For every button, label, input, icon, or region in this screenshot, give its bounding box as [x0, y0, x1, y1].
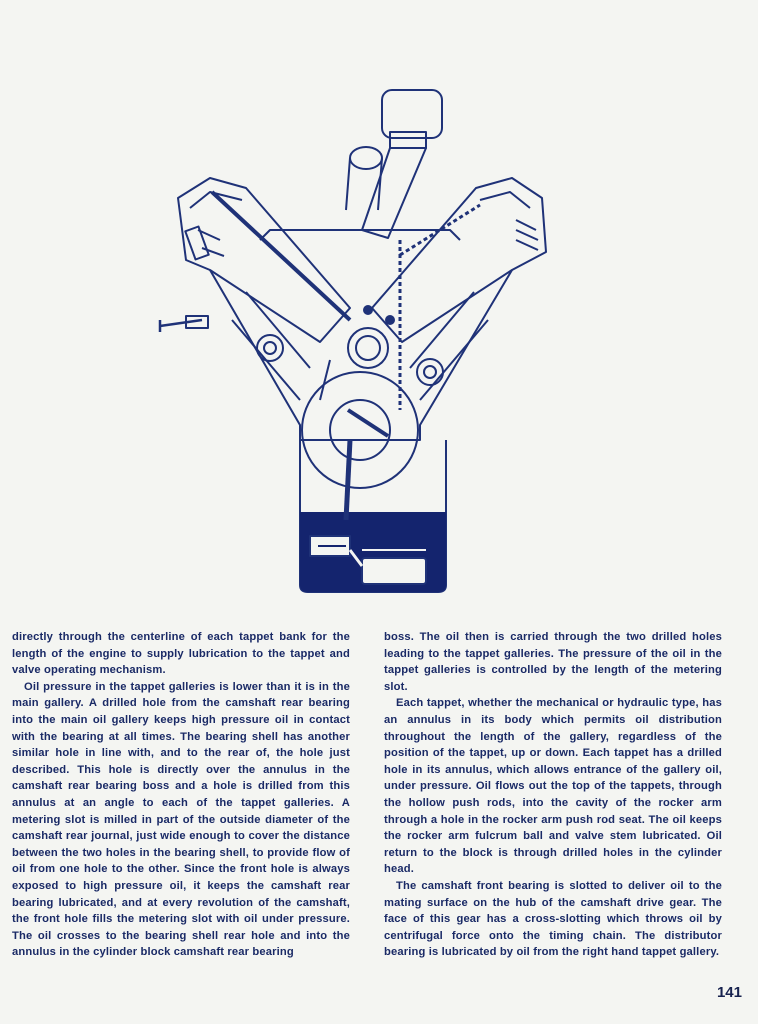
- oil-pan-oil: [300, 439, 446, 592]
- left-cylinder-head: [158, 177, 351, 343]
- left-paragraph-1: directly through the centerline of each …: [12, 631, 350, 677]
- engine-block: [209, 229, 513, 441]
- right-paragraph-1: boss. The oil then is carried through th…: [384, 631, 722, 693]
- left-text-column: directly through the centerline of each …: [12, 629, 350, 961]
- oil-filler-tube: [345, 89, 443, 239]
- oil-passages: [210, 190, 481, 438]
- right-paragraph-3: The camshaft front bearing is slotted to…: [384, 879, 722, 959]
- right-cylinder-head: [371, 177, 547, 343]
- left-paragraph-2: Oil pressure in the tappet galleries is …: [12, 680, 350, 959]
- page-number: 141: [716, 984, 742, 1001]
- right-text-column: boss. The oil then is carried through th…: [384, 629, 722, 961]
- engine-lubrication-diagram: [150, 80, 570, 600]
- right-paragraph-2: Each tappet, whether the mechanical or h…: [384, 697, 722, 876]
